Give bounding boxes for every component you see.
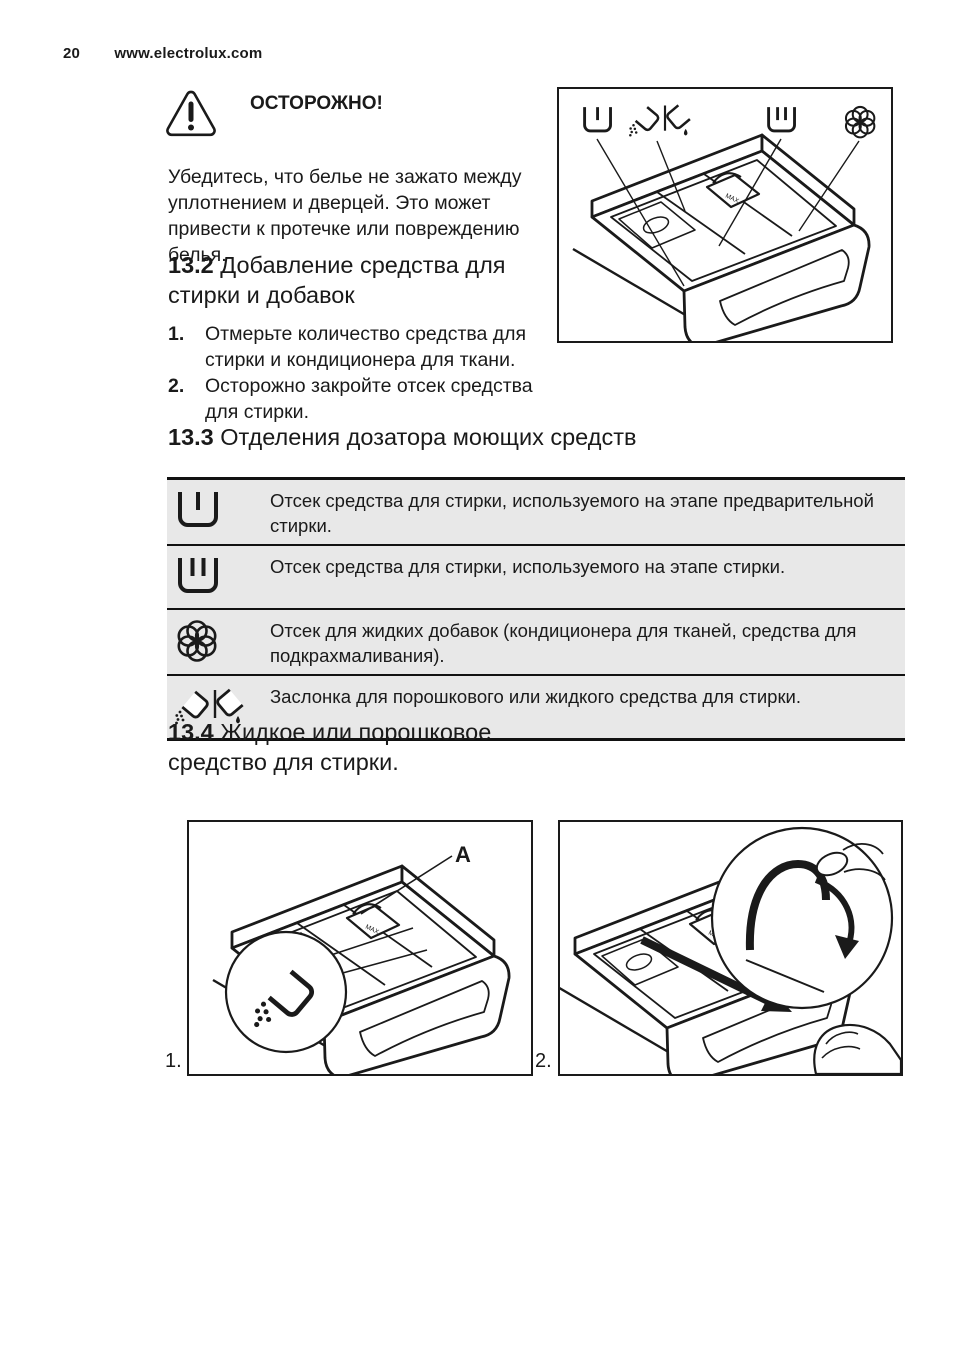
- website-text: www.electrolux.com: [114, 45, 263, 62]
- table-cell-text: Отсек для жидких добавок (кондиционера д…: [270, 620, 857, 666]
- list-item: 1. Отмерьте количество средства для стир…: [168, 321, 540, 373]
- page-number: 20: [63, 45, 81, 62]
- table-row: Отсек средства для стирки, используемого…: [167, 546, 905, 610]
- mainwash-compartment-icon: [167, 553, 270, 602]
- table-cell-text: Заслонка для порошкового или жидкого сре…: [270, 686, 802, 707]
- section-13-3-number: 13.3: [168, 424, 214, 450]
- softener-flower-icon: [844, 105, 876, 139]
- prewash-compartment-icon: [583, 105, 612, 133]
- warning-text: Убедитесь, что белье не зажато между упл…: [168, 165, 522, 266]
- prewash-compartment-icon: [167, 487, 270, 538]
- table-row: Отсек для жидких добавок (кондиционера д…: [167, 610, 905, 676]
- section-13-3-title: Отделения дозатора моющих средств: [220, 424, 637, 450]
- step-marker: 1.: [168, 323, 185, 345]
- section-13-2-number: 13.2: [168, 252, 214, 278]
- figure-2-label: 2.: [535, 1050, 552, 1072]
- dispenser-compartments-table: Отсек средства для стирки, используемого…: [167, 477, 905, 741]
- figure-powder-position: A: [187, 820, 533, 1080]
- warning-title: ОСТОРОЖНО!: [250, 93, 383, 114]
- section-13-3-heading: 13.3 Отделения дозатора моющих средств: [168, 422, 868, 452]
- figure-flap-flip: [554, 820, 903, 1086]
- section-13-2-heading: 13.2 Добавление средства для стирки и до…: [168, 250, 520, 310]
- table-cell-text: Отсек средства для стирки, используемого…: [270, 556, 786, 577]
- figure-1-label: 1.: [165, 1050, 182, 1072]
- section-13-2-title: Добавление средства для стирки и добавок: [168, 252, 506, 308]
- leader-lines: [596, 138, 860, 287]
- page-header: 20 www.electrolux.com: [63, 45, 262, 62]
- hand: [813, 1023, 903, 1076]
- softener-flower-icon: [167, 617, 270, 668]
- callout-circle: [710, 826, 894, 1010]
- flap-flip-detail: [745, 843, 886, 993]
- step-marker: 2.: [168, 375, 185, 397]
- table-row: Отсек средства для стирки, используемого…: [167, 480, 905, 546]
- flap-position-label: A: [455, 842, 471, 867]
- warning-triangle-icon: [163, 88, 219, 143]
- section-13-4-title: Жидкое или порошковое средство для стирк…: [168, 719, 492, 775]
- step-text: Отмерьте количество средства для стирки …: [205, 323, 527, 371]
- table-row: Заслонка для порошкового или жидкого сре…: [167, 676, 905, 738]
- section-13-4-number: 13.4: [168, 719, 214, 745]
- table-cell-text: Отсек средства для стирки, используемого…: [270, 490, 874, 536]
- section-13-4-heading: 13.4 Жидкое или порошковое средство для …: [168, 717, 534, 777]
- step-list: 1. Отмерьте количество средства для стир…: [168, 321, 540, 425]
- list-item: 2. Осторожно закройте отсек средства для…: [168, 373, 540, 425]
- mainwash-compartment-icon: [767, 105, 796, 133]
- step-text: Осторожно закройте отсек средства для ст…: [205, 375, 533, 423]
- powder-liquid-flap-icon: [629, 105, 690, 136]
- figure-drawer-overview: [557, 87, 893, 349]
